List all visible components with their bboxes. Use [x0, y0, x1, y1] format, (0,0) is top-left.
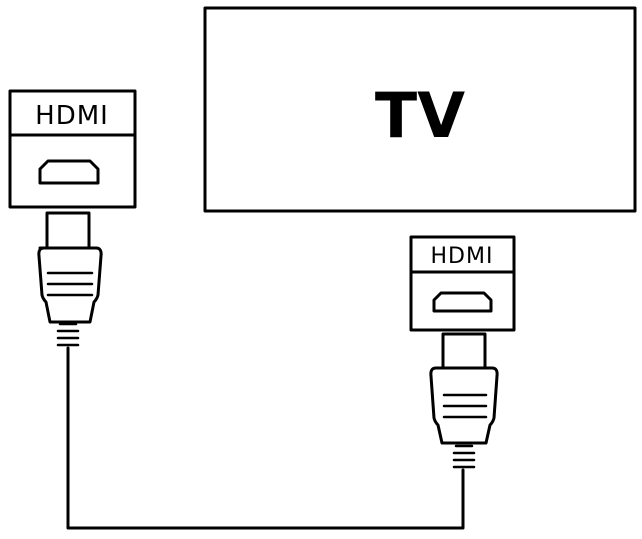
hdmi-cable [66, 346, 465, 530]
tv-hdmi-port: HDMI [409, 235, 516, 332]
tv-box: TV [203, 6, 637, 213]
tv-port-label: HDMI [431, 244, 494, 269]
hdmi-socket-icon [432, 291, 493, 313]
tv-label: TV [375, 79, 465, 152]
source-hdmi-port: HDMI [8, 89, 137, 209]
source-hdmi-plug [37, 211, 103, 347]
tv-hdmi-plug [429, 332, 499, 469]
source-port-label: HDMI [35, 101, 109, 131]
hdmi-socket-icon [38, 159, 100, 185]
